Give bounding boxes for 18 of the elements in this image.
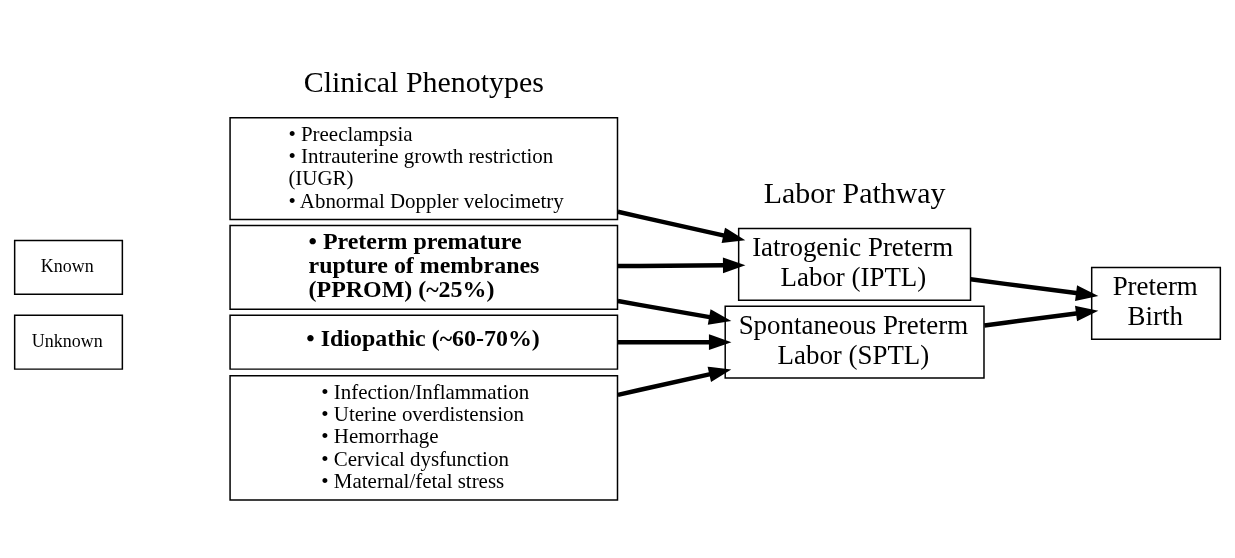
node-box: • Preterm premature rupture of membranes (PPROM) (~25%): [229, 224, 619, 311]
arrow: [617, 209, 746, 244]
node-box: Iatrogenic Preterm Labor (IPTL): [737, 227, 972, 302]
arrow: [617, 257, 746, 274]
arrow: [617, 334, 732, 351]
node-box: Known: [13, 239, 124, 296]
label: Labor Pathway: [763, 176, 946, 210]
arrow: [617, 366, 732, 397]
node-box: • Preeclampsia • Intrauterine growth restriction (IUGR) • Abnormal Doppler velocimetry: [229, 117, 619, 221]
node-box: • Infection/Inflammation • Uterine overdistension • Hemorrhage • Cervical dysfunction • Maternal/fetal stress: [229, 375, 619, 501]
arrow: [984, 305, 1099, 328]
arrow: [617, 298, 732, 325]
arrow: [970, 277, 1099, 301]
node-box: Unknown: [13, 314, 124, 370]
node-box: • Idiopathic (~60-70%): [229, 314, 619, 370]
node-box: Spontaneous Preterm Labor (SPTL): [724, 305, 985, 379]
node-box: Preterm Birth: [1090, 266, 1222, 340]
label: Clinical Phenotypes: [303, 65, 544, 99]
